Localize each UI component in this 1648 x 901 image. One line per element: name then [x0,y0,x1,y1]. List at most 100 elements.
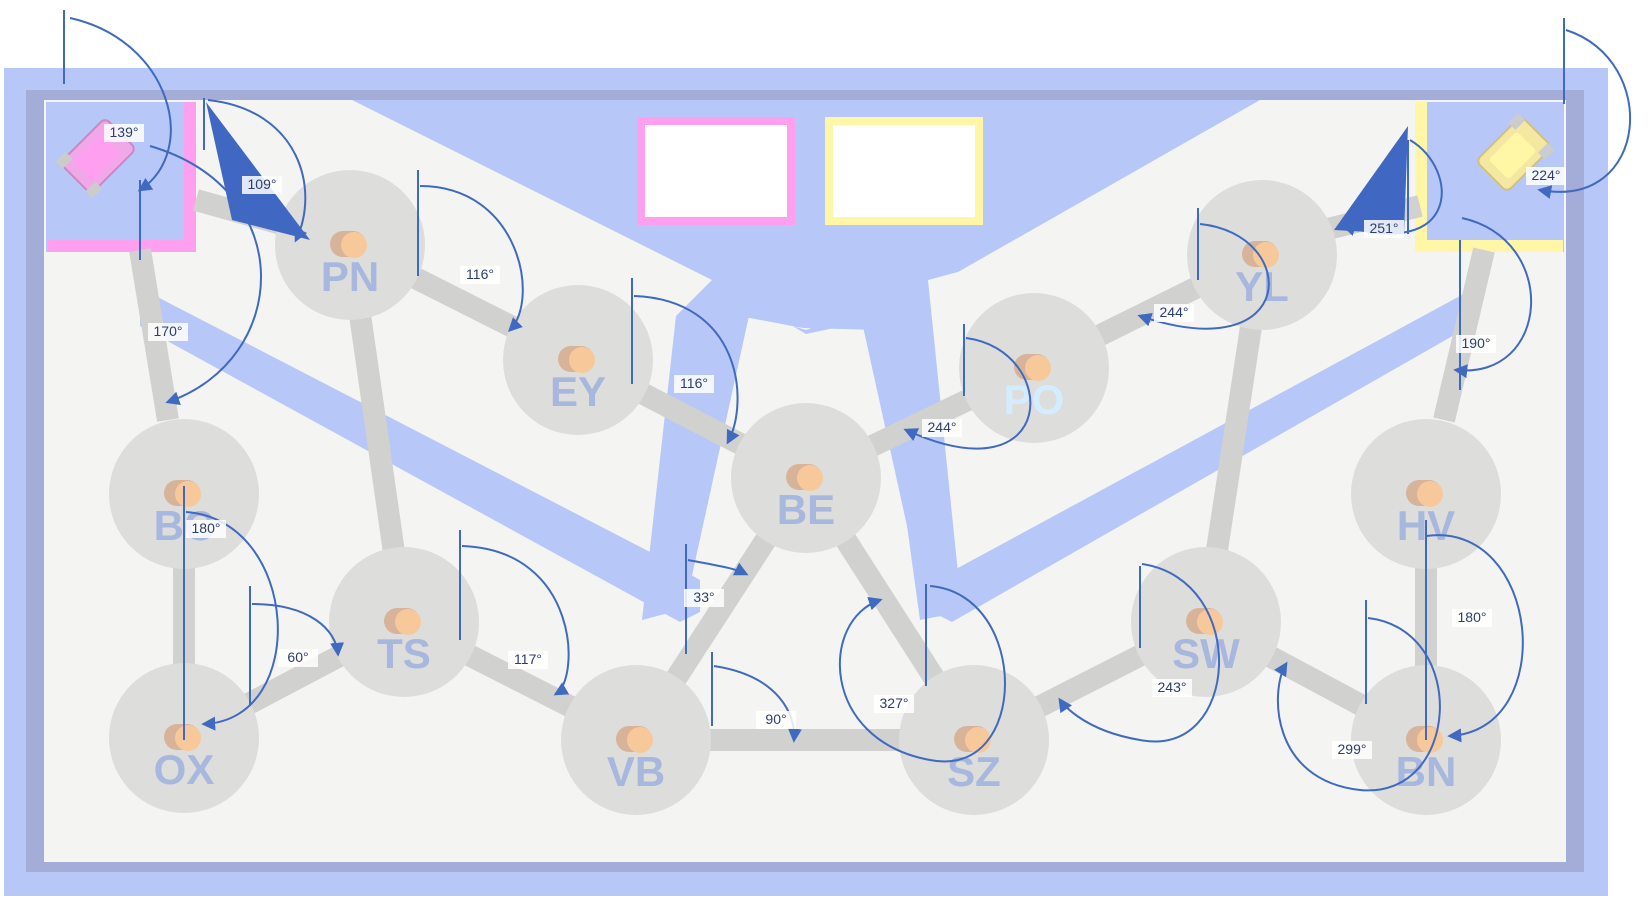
angle-label: 299° [1338,741,1367,757]
angle-label: 244° [1160,304,1189,320]
wall-center-spike [676,300,944,612]
angle-annotation-a180a: 180° [183,486,279,740]
angle-label: 116° [466,266,494,282]
angle-label: 170° [154,323,183,339]
node-yl[interactable]: YL [1187,180,1337,330]
angle-label-bg [1526,167,1566,185]
angle-label: 117° [514,651,542,667]
angle-label-bg [242,176,282,194]
node-ts[interactable]: TS [329,547,479,697]
rotation-arc [149,145,262,405]
rotation-arc [185,511,279,731]
node-label: PN [321,253,379,300]
node-ey[interactable]: EY [503,285,653,435]
angle-label: 190° [1462,335,1491,351]
node-vb[interactable]: VB [561,665,711,815]
yellow-heading-triangle [1334,126,1408,234]
rotation-arc [1537,29,1631,199]
angle-label-bg [148,323,188,341]
angle-label-bg [874,695,914,713]
node-be[interactable]: BE [731,403,881,553]
peg [569,347,595,373]
angle-label: 116° [680,375,708,391]
angle-label: 243° [1158,679,1187,695]
node-label: BE [777,486,835,533]
node-label: SZ [947,748,1001,795]
angle-annotation-a327: 327° [838,584,1006,763]
angle-label-bg [186,520,226,538]
peg [797,465,823,491]
rotation-arc [1425,534,1524,743]
rotation-arc [1137,223,1270,330]
rotation-arc [713,665,802,743]
angle-label-bg [1152,679,1192,697]
angle-label: 139° [110,124,139,140]
peg [395,609,421,635]
pink-heading-triangle [206,102,310,240]
angle-label-bg [460,266,500,284]
angle-annotation-a180b: 180° [1425,520,1524,743]
annotations-layer: 139° 109° 170° 116° 116° 244° 244° 251° 224° 190°… [63,10,1631,792]
angle-label: 327° [880,695,909,711]
peg [175,725,201,751]
wall-center-upper [352,100,1260,620]
peg [341,232,367,258]
node-label: EY [550,368,606,415]
peg [627,727,653,753]
angle-label: 109° [248,176,277,192]
angle-annotation-a244b: 244° [903,324,1032,450]
node-label: YL [1235,263,1289,310]
rotation-arc [419,185,524,332]
angle-label-bg [756,711,796,729]
node-label: TS [377,630,431,677]
angle-annotation-a139: 139° [63,10,172,192]
angle-label-bg [1332,741,1372,759]
angle-label-bg [278,649,318,667]
peg [1253,242,1279,268]
angle-label: 60° [287,649,308,665]
node-label: SW [1172,630,1240,677]
angle-annotation-a60: 60° [249,586,345,706]
angle-label-bg [508,651,548,669]
angle-annotation-a117: 117° [459,530,570,696]
angle-label: 33° [693,589,714,605]
peg [965,727,991,753]
node-label: BN [1396,748,1457,795]
rotation-arc [687,559,749,576]
node-sz[interactable]: SZ [899,665,1049,815]
wall-right-diagonal [932,292,1470,622]
rotation-arc [633,295,740,445]
angle-label-bg [104,124,144,142]
angle-label: 90° [765,711,786,727]
node-label: OX [154,746,215,793]
rotation-arc [903,337,1032,450]
rotation-arc [69,17,172,192]
yellow-robot [1477,112,1556,191]
angle-annotation-a190: 190° [1453,217,1533,390]
angle-label-bg [684,589,724,607]
angle-label: 224° [1532,167,1561,183]
angle-annotation-a109: 109° [203,98,308,243]
angle-annotation-a243: 243° [1058,563,1220,743]
node-po[interactable]: PO [959,293,1109,443]
peg [1417,481,1443,507]
rotation-arc [1453,217,1533,379]
wall-left-diagonal [140,288,700,622]
angle-annotation-a33: 33° [684,544,749,654]
angle-label: 244° [928,419,957,435]
angle-label-bg [674,375,714,393]
rotation-arc [461,545,570,696]
pink-target-pad [637,117,795,225]
peg [1197,609,1223,635]
rotation-arc [838,585,1006,763]
angle-annotation-a170: 170° [139,145,262,405]
node-pn[interactable]: PN [275,170,425,320]
node-sw[interactable]: SW [1131,547,1281,697]
angle-annotation-a251: 251° [1341,139,1443,238]
rotation-arc [207,99,308,243]
node-label: PO [1004,376,1065,423]
node-label: VB [607,748,665,795]
angle-annotation-a116a: 116° [417,170,524,332]
yellow-target-pad [825,117,983,225]
